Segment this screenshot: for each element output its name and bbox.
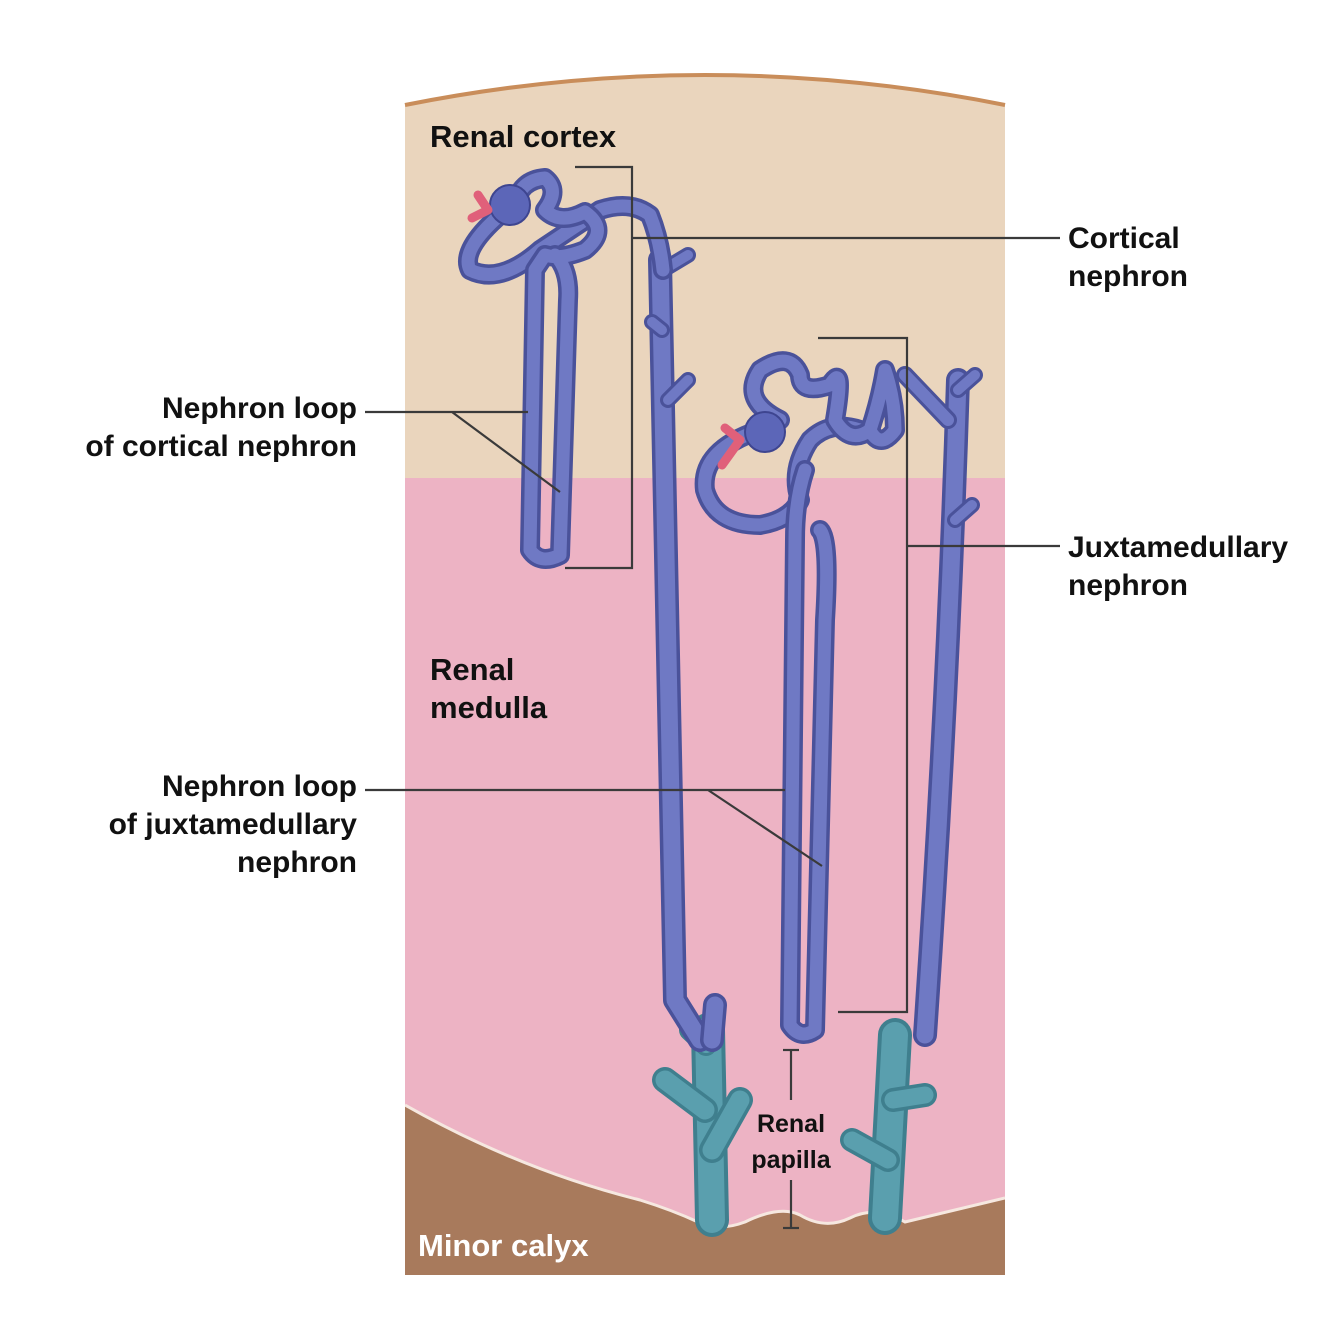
cortical-nephron bbox=[458, 168, 673, 569]
right-collecting-duct bbox=[840, 1018, 937, 1235]
renal-medulla-label-line2: medulla bbox=[430, 690, 548, 725]
labels: Renal cortex Renal medulla Minor calyx R… bbox=[85, 119, 1288, 1263]
renal-papilla-bracket bbox=[783, 1048, 799, 1230]
loop-juxtamedullary-label-line3: nephron bbox=[237, 846, 357, 879]
renal-cortex-label: Renal cortex bbox=[430, 119, 617, 154]
renal-medulla-label-line1: Renal bbox=[430, 652, 514, 687]
leader-lines bbox=[365, 236, 1060, 867]
loop-juxtamedullary-label-line2: of juxtamedullary bbox=[109, 808, 358, 841]
loop-juxtamedullary-leader bbox=[365, 788, 823, 867]
loop-cortical-label-line1: Nephron loop bbox=[162, 392, 357, 425]
renal-papilla-label-line2: papilla bbox=[751, 1146, 831, 1174]
minor-calyx-region bbox=[405, 1105, 1005, 1275]
right-collecting-tubule bbox=[896, 366, 983, 1047]
juxtamedullary-nephron-label-line1: Juxtamedullary bbox=[1068, 531, 1288, 564]
papilla-edge bbox=[405, 1103, 1005, 1229]
juxtamedullary-nephron-bracket bbox=[818, 336, 909, 1014]
cortical-nephron-bracket bbox=[565, 165, 634, 570]
juxtamedullary-nephron bbox=[694, 351, 905, 1044]
cortical-nephron-label-line1: Cortical bbox=[1068, 222, 1180, 255]
juxtamedullary-glomerulus bbox=[744, 411, 786, 453]
loop-juxtamedullary-label-line1: Nephron loop bbox=[162, 770, 357, 803]
minor-calyx-label: Minor calyx bbox=[418, 1228, 589, 1263]
juxtamedullary-nephron-label-line2: nephron bbox=[1068, 569, 1188, 602]
cortical-arteriole bbox=[467, 190, 493, 223]
brackets bbox=[565, 165, 909, 1230]
loop-cortical-label-line2: of cortical nephron bbox=[85, 430, 357, 463]
left-collecting-duct bbox=[652, 1013, 753, 1237]
cortical-nephron-label-line2: nephron bbox=[1068, 260, 1188, 293]
tissue-regions bbox=[405, 75, 1005, 1275]
capsule-edge bbox=[404, 73, 1006, 107]
loop-cortical-leader bbox=[365, 410, 561, 493]
tubules bbox=[458, 168, 983, 1052]
renal-papilla-label-line1: Renal bbox=[757, 1110, 825, 1138]
juxtamedullary-arteriole bbox=[717, 423, 745, 470]
cortical-glomerulus bbox=[489, 184, 531, 226]
collecting-ducts bbox=[652, 1013, 937, 1237]
